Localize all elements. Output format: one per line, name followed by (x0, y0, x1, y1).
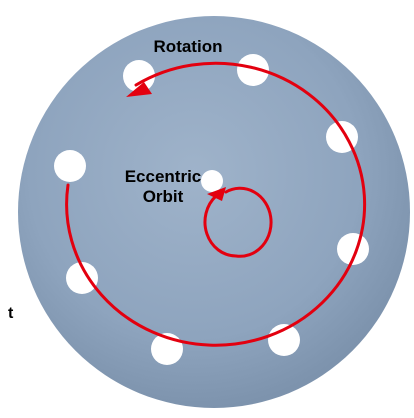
rotation-label: Rotation (154, 37, 223, 56)
orbit-arrow-icon (203, 186, 273, 258)
dust-hole (66, 262, 98, 294)
eccentric-label: Eccentric (125, 167, 202, 186)
dust-hole (201, 170, 223, 192)
rotation-arrow-icon (65, 61, 367, 347)
dust-hole (54, 150, 86, 182)
orbit-label: Orbit (143, 187, 184, 206)
sanding-disc (18, 16, 410, 408)
dust-hole (237, 54, 269, 86)
edge-text: t (8, 305, 14, 322)
dust-hole (123, 60, 155, 92)
